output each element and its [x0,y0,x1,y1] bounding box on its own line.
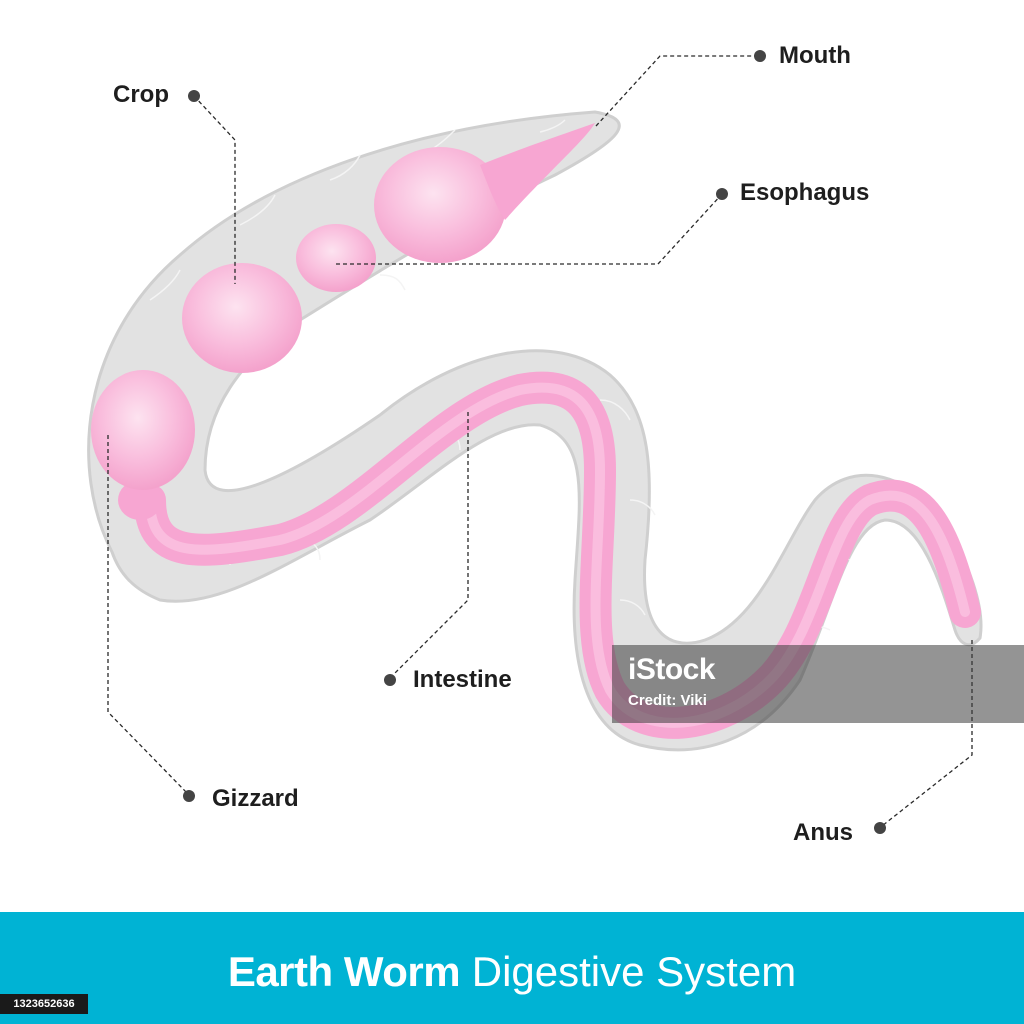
label-esophagus: Esophagus [336,179,869,265]
digestive-tract [91,123,981,739]
gizzard-bulb [91,370,195,490]
label-mouth: Mouth [595,42,851,127]
crop-bulb [182,263,302,373]
title-light: Digestive System [471,948,797,995]
gizzard-lower-bulb [118,480,162,520]
svg-text:Mouth: Mouth [779,42,851,69]
watermark: iStock Credit: Viki [612,645,1024,723]
watermark-credit: Credit: Viki [628,692,707,709]
mouth-tip [480,123,595,220]
label-intestine: Intestine [384,412,512,693]
title-bold: Earth Worm [227,948,461,995]
label-crop: Crop [113,81,236,284]
esophagus-segment [296,224,376,292]
label-anus: Anus [793,640,973,846]
title-band [0,912,1024,1024]
svg-text:Anus: Anus [793,819,853,846]
pharynx-bulb [374,147,506,263]
svg-text:Esophagus: Esophagus [740,179,869,206]
svg-text:Intestine: Intestine [413,666,512,693]
page-title: Earth Worm Digestive System [0,942,1024,1002]
svg-text:Crop: Crop [113,81,169,108]
earthworm-diagram: Mouth Crop Esophagus Intestine Gizzard A… [87,42,983,846]
label-gizzard: Gizzard [107,435,299,812]
stock-id-badge: 1323652636 [0,994,88,1014]
watermark-logo: iStock [628,653,716,686]
svg-text:Gizzard: Gizzard [212,785,299,812]
